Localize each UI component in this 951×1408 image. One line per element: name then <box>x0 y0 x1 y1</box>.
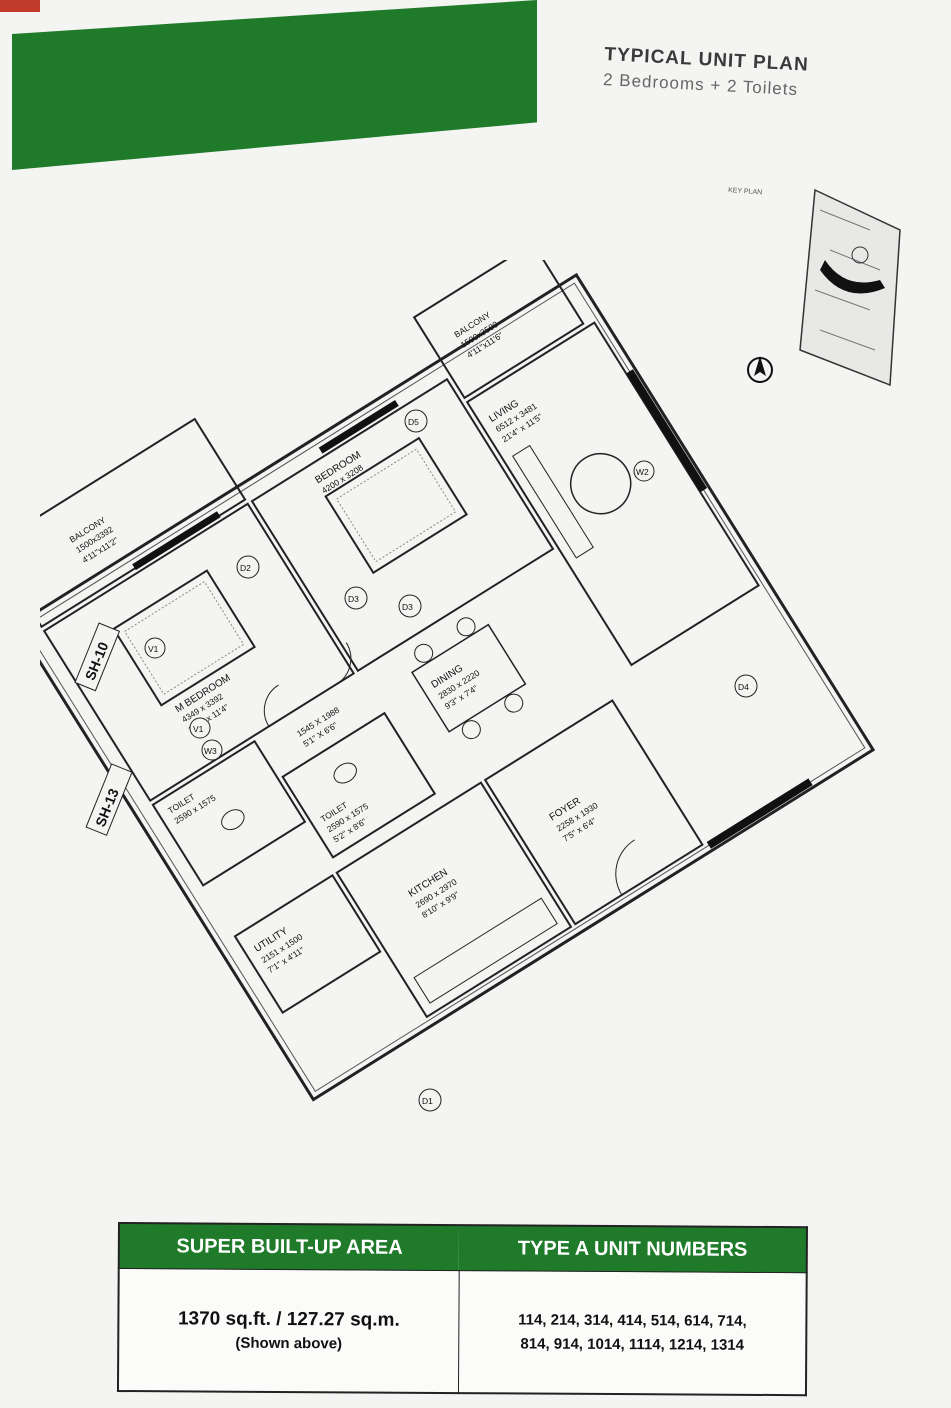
svg-text:D2: D2 <box>240 563 251 573</box>
bedroom-bed <box>324 436 468 575</box>
door-marker-d3b: D3 <box>398 594 422 618</box>
window-marker-v1a: V1 <box>144 637 166 659</box>
area-cell: 1370 sq.ft. / 127.27 sq.m. (Shown above) <box>117 1268 460 1394</box>
balcony-top-room <box>40 417 247 629</box>
balcony-right-room <box>412 260 585 400</box>
north-arrow-icon <box>747 356 773 383</box>
dining-table <box>410 623 527 733</box>
unit-numbers-line-1: 114, 214, 314, 414, 514, 614, 714, <box>518 1310 747 1330</box>
m-bedroom-bed <box>112 569 256 707</box>
svg-text:V1: V1 <box>193 724 204 734</box>
window-marker-w3: W3 <box>201 739 223 761</box>
green-banner <box>12 0 537 170</box>
bedroom-room <box>250 377 555 673</box>
svg-text:V1: V1 <box>148 644 159 654</box>
door-marker-d5: D5 <box>404 409 428 433</box>
area-header: SUPER BUILT-UP AREA <box>118 1223 460 1271</box>
door-marker-d2: D2 <box>236 555 260 579</box>
window-marker-v1b: V1 <box>189 717 211 739</box>
area-table: SUPER BUILT-UP AREA TYPE A UNIT NUMBERS … <box>116 1222 808 1397</box>
foyer-room <box>483 699 704 926</box>
key-plan-highlight <box>820 260 885 294</box>
unit-numbers-cell: 114, 214, 314, 414, 514, 614, 714, 814, … <box>458 1270 807 1396</box>
m-bedroom-room <box>42 502 356 802</box>
kitchen-room <box>335 781 573 1019</box>
toilet-1-room <box>151 739 307 887</box>
toilet-2-wc-icon <box>333 762 357 784</box>
red-corner-strip <box>0 0 40 12</box>
area-value: 1370 sq.ft. / 127.27 sq.m. <box>177 1308 400 1331</box>
svg-text:W2: W2 <box>636 467 649 477</box>
living-sofa <box>512 444 594 559</box>
toilet-1-wc-icon <box>221 809 245 831</box>
svg-text:D1: D1 <box>422 1096 433 1106</box>
kitchen-counter <box>413 897 558 1004</box>
outer-wall <box>40 272 876 1102</box>
shaft-tag-sh10: SH-10 <box>74 622 121 692</box>
window-marker-w2: W2 <box>633 460 655 482</box>
living-room <box>465 321 761 667</box>
door-marker-d4: D4 <box>734 674 758 698</box>
svg-text:W3: W3 <box>204 746 217 756</box>
unit-numbers-line-2: 814, 914, 1014, 1114, 1214, 1314 <box>520 1334 745 1354</box>
svg-text:D5: D5 <box>408 417 419 427</box>
key-plan-label: KEY PLAN <box>728 187 763 196</box>
svg-text:D4: D4 <box>738 682 749 692</box>
utility-room <box>233 873 382 1014</box>
toilet-2-room <box>281 711 437 859</box>
floor-plan: M BEDROOM 4349 x 3392 14'3" x 11'4" BALC… <box>40 260 876 1112</box>
living-table <box>569 452 632 515</box>
svg-text:D3: D3 <box>348 594 359 604</box>
area-note: (Shown above) <box>235 1334 343 1353</box>
key-plan-graphic: KEY PLAN <box>728 187 901 387</box>
unit-numbers-header: TYPE A UNIT NUMBERS <box>459 1225 807 1273</box>
svg-text:D3: D3 <box>402 602 413 612</box>
door-marker-d1: D1 <box>418 1088 442 1112</box>
page-header: TYPICAL UNIT PLAN 2 Bedrooms + 2 Toilets <box>603 44 810 101</box>
main-door-swing <box>615 839 635 896</box>
door-marker-d3a: D3 <box>344 586 368 610</box>
